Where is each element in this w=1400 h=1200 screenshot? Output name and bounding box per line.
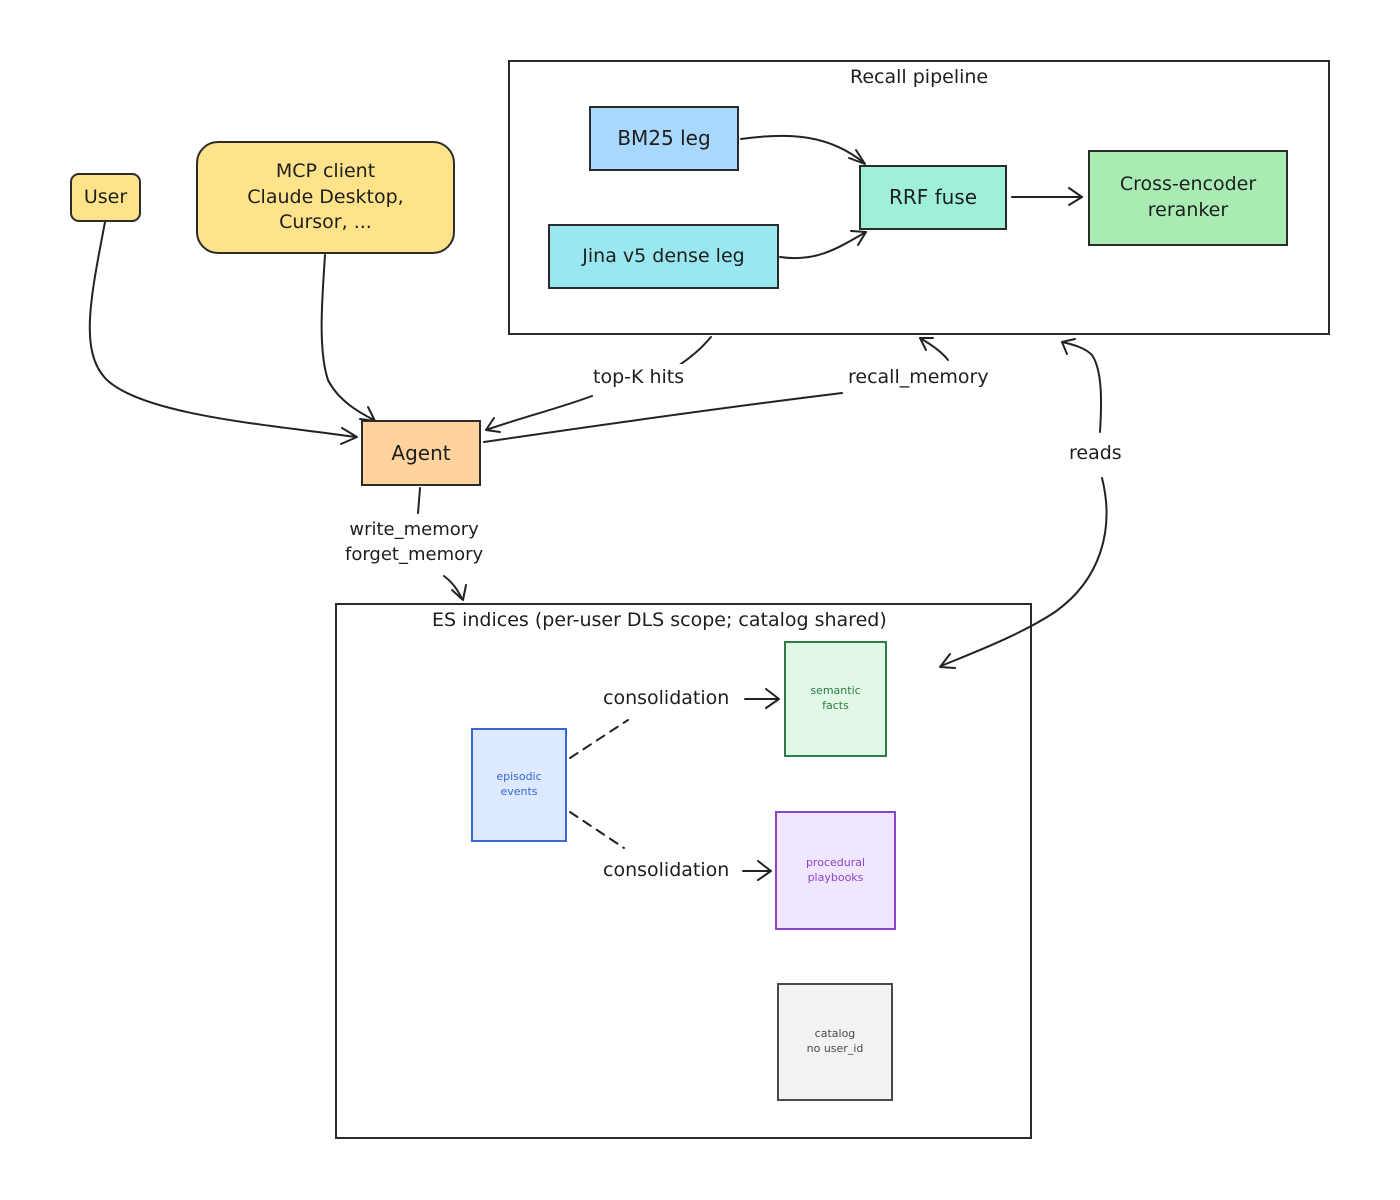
arrowhead-reads-top [1061, 338, 1076, 355]
consolidation-procedural-label: consolidation [600, 857, 733, 884]
edge-topk-2 [485, 395, 593, 431]
reranker-node: Cross-encoder reranker [1088, 150, 1288, 246]
es-indices-frame [335, 603, 1032, 1139]
semantic-facts-node: semantic facts [784, 641, 887, 757]
mcp-client-node: MCP client Claude Desktop, Cursor, ... [196, 141, 455, 254]
edge-consolidation-semantic-dash [569, 719, 629, 759]
rrf-node: RRF fuse [859, 165, 1007, 230]
es-indices-title: ES indices (per-user DLS scope; catalog … [428, 609, 891, 631]
jina-node: Jina v5 dense leg [548, 224, 779, 289]
consolidation-semantic-label: consolidation [600, 685, 733, 712]
top-k-hits-label: top-K hits [590, 364, 688, 391]
bm25-node: BM25 leg [589, 106, 739, 171]
edge-user-agent [88, 221, 357, 438]
arrowhead-reads-bottom [939, 653, 956, 669]
recall-pipeline-title: Recall pipeline [846, 66, 993, 88]
recall-pipeline-frame [508, 60, 1330, 335]
user-node: User [70, 173, 141, 222]
catalog-node: catalog no user_id [777, 983, 893, 1101]
edge-mcp-agent [320, 254, 375, 421]
edge-reads-1 [1061, 341, 1103, 433]
procedural-playbooks-node: procedural playbooks [775, 811, 896, 930]
episodic-events-node: episodic events [471, 728, 567, 842]
edge-reads-2 [940, 477, 1108, 667]
edge-agent-es-1 [417, 487, 421, 514]
edge-consolidation-procedural-dash [569, 811, 625, 849]
edge-recall-2 [919, 337, 949, 361]
arrowhead-recall [919, 337, 934, 351]
edge-bm25-rrf [740, 134, 865, 164]
arrowhead-rrf-reranker [1068, 187, 1083, 206]
arrowhead-agent-es [451, 584, 467, 601]
edge-recall-1 [483, 392, 843, 443]
agent-node: Agent [361, 420, 481, 486]
arrowhead-bm25-rrf [848, 149, 866, 165]
arrowhead-jina-rrf [850, 230, 867, 246]
edge-jina-rrf [779, 231, 867, 260]
recall-memory-label: recall_memory [845, 364, 992, 391]
arrowhead-user-agent [340, 427, 358, 445]
arrowhead-topk [485, 417, 501, 433]
reads-label: reads [1066, 440, 1125, 467]
arrowhead-consolidation-procedural [757, 860, 772, 881]
arrowhead-consolidation-semantic [765, 688, 780, 709]
write-forget-memory-label: write_memory forget_memory [342, 517, 487, 568]
